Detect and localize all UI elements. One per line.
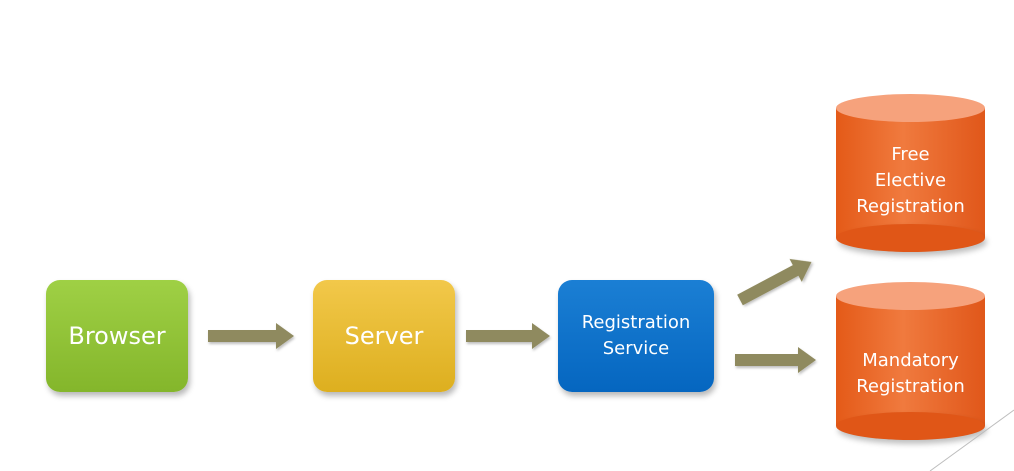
mandatory-database: Mandatory Registration	[836, 282, 985, 440]
cylinder-top	[836, 94, 985, 122]
mandatory-label: Mandatory Registration	[856, 350, 965, 397]
arrow-server-to-service	[466, 323, 550, 349]
cylinder-body	[836, 108, 985, 238]
arrow-service-to-mandatory	[735, 347, 816, 373]
corner-decoration-line	[929, 409, 1014, 471]
server-node: Server	[313, 280, 455, 392]
registration-service-node: Registration Service	[558, 280, 714, 392]
cylinder-top	[836, 282, 985, 310]
cylinder-bottom	[836, 412, 985, 440]
free-elective-label: Free Elective Registration	[856, 144, 965, 217]
arrow-browser-to-server	[208, 323, 294, 349]
browser-node: Browser	[46, 280, 188, 392]
free-elective-database: Free Elective Registration	[836, 94, 985, 252]
registration-service-label: Registration Service	[581, 312, 691, 359]
arrow-service-to-free-elective	[737, 258, 812, 306]
browser-label: Browser	[68, 322, 166, 350]
cylinder-bottom	[836, 224, 985, 252]
server-label: Server	[344, 322, 424, 350]
cylinder-body	[836, 296, 985, 426]
